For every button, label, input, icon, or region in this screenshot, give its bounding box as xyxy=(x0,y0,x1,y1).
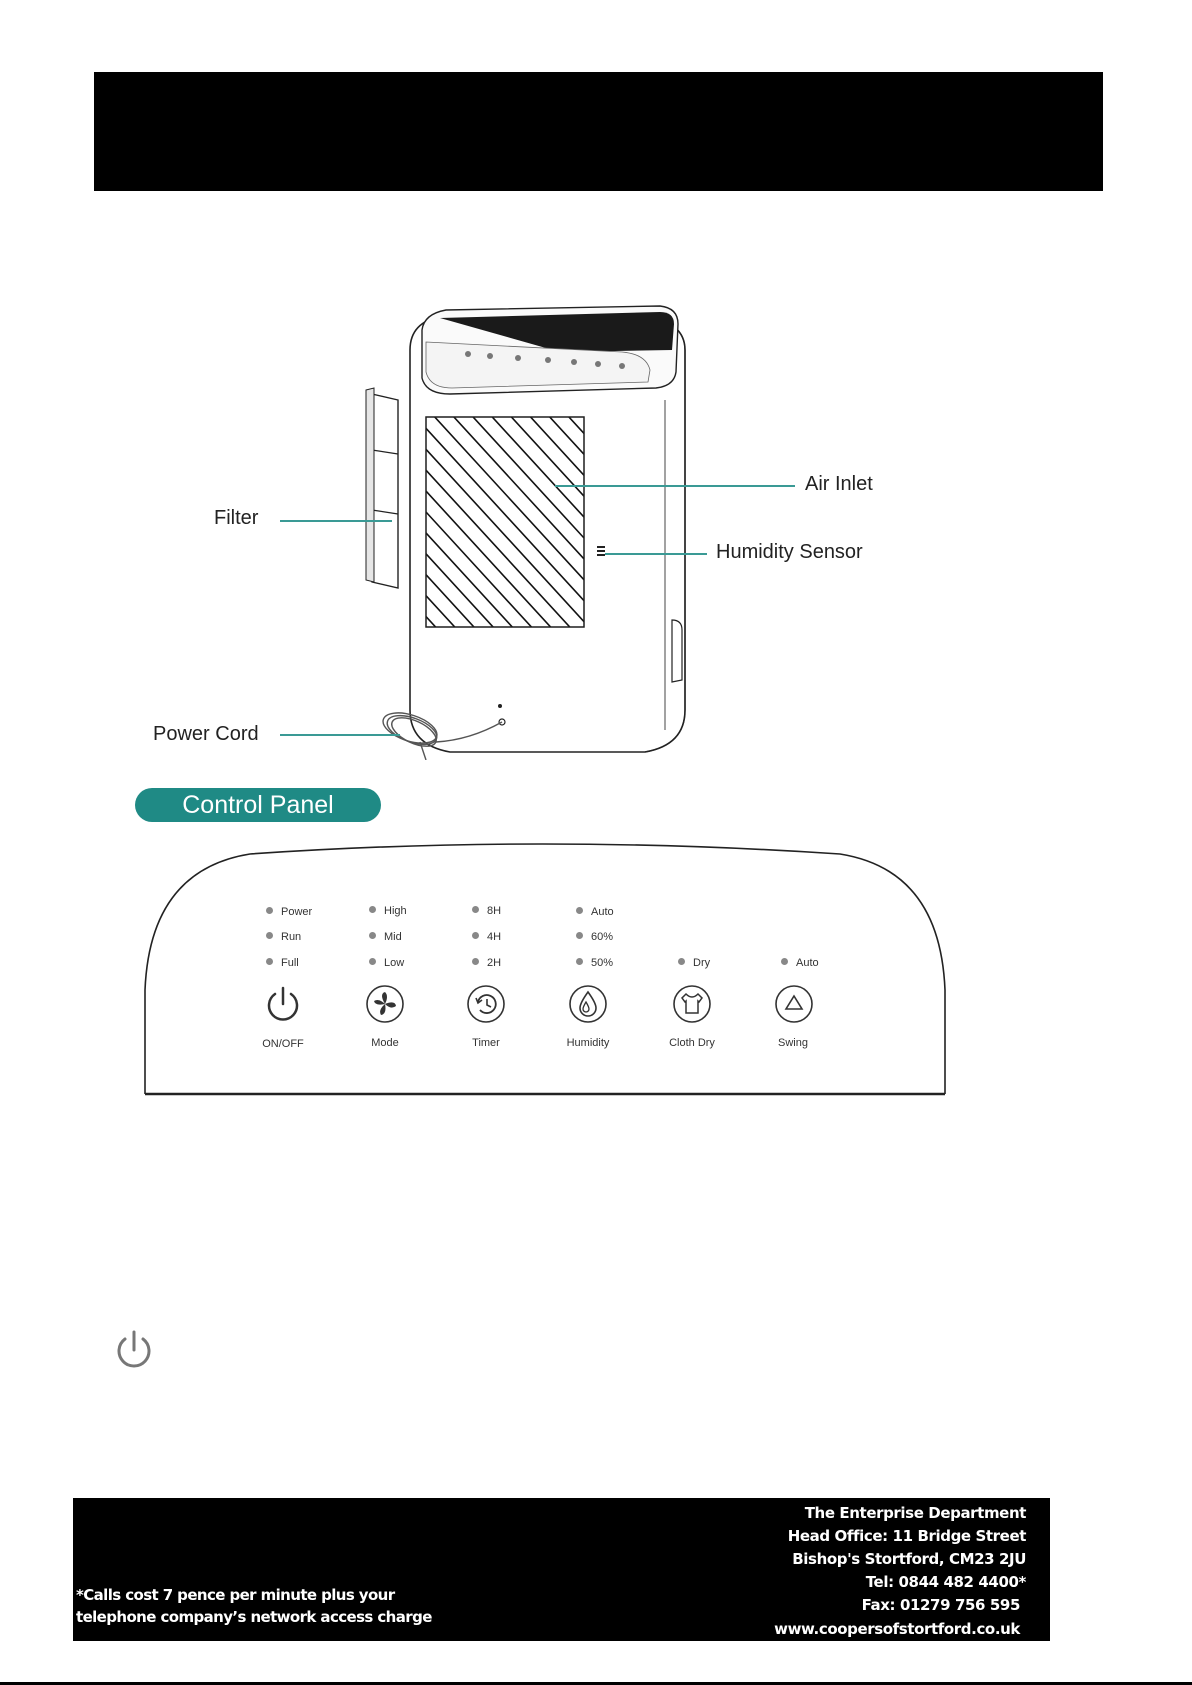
control-panel-outline xyxy=(144,843,946,1096)
address-line: Head Office: 11 Bridge Street xyxy=(787,1527,1027,1545)
humidity-sensor-leader-line xyxy=(605,553,707,555)
power-icon xyxy=(117,1330,151,1368)
fan-mode-icon[interactable] xyxy=(365,984,405,1024)
company-address: The Enterprise Department Head Office: 1… xyxy=(787,1502,1027,1617)
indicator-dry: Dry xyxy=(678,957,710,969)
timer-icon[interactable] xyxy=(466,984,506,1024)
website-link[interactable]: www.coopersofstortford.co.uk xyxy=(774,1620,1020,1638)
control-panel-drawing: Power Run Full High Mid Low 8H 4H 2H Aut… xyxy=(140,840,950,1096)
indicator-60-percent: 60% xyxy=(576,931,613,943)
bottom-rule xyxy=(0,1682,1192,1685)
dehumidifier-illustration xyxy=(365,305,686,760)
swing-caption: Swing xyxy=(778,1037,808,1049)
power-icon[interactable] xyxy=(263,984,303,1024)
call-cost-note-line-2: telephone company’s network access charg… xyxy=(76,1608,432,1626)
humidity-caption: Humidity xyxy=(566,1037,610,1049)
call-cost-note-line-1: *Calls cost 7 pence per minute plus your xyxy=(76,1586,395,1604)
fax-number: Fax: 01279 756 595 xyxy=(861,1596,1021,1614)
swing-triangle-icon[interactable] xyxy=(774,984,814,1024)
humidity-sensor-label: Humidity Sensor xyxy=(716,541,863,563)
shirt-icon[interactable] xyxy=(672,984,712,1024)
indicator-full: Full xyxy=(266,957,299,969)
address-line: Bishop's Stortford, CM23 2JU xyxy=(792,1550,1026,1568)
timer-caption: Timer xyxy=(472,1037,500,1049)
air-inlet-leader-line xyxy=(555,485,795,487)
indicator-50-percent: 50% xyxy=(576,957,613,969)
cloth-dry-caption: Cloth Dry xyxy=(669,1037,715,1049)
indicator-4h: 4H xyxy=(472,931,501,943)
filter-leader-line xyxy=(280,520,392,522)
control-panel-title: Control Panel xyxy=(135,788,381,822)
header-banner xyxy=(94,72,1103,191)
indicator-swing-auto: Auto xyxy=(781,957,819,969)
indicator-run: Run xyxy=(266,931,301,943)
indicator-high: High xyxy=(369,905,407,917)
call-cost-note: *Calls cost 7 pence per minute plus your… xyxy=(76,1584,432,1628)
power-cord-leader-line xyxy=(280,734,400,736)
indicator-power: Power xyxy=(266,906,312,918)
indicator-8h: 8H xyxy=(472,905,501,917)
address-line: The Enterprise Department xyxy=(804,1504,1027,1522)
indicator-humidity-auto: Auto xyxy=(576,906,614,918)
footer-bar: *Calls cost 7 pence per minute plus your… xyxy=(73,1498,1050,1641)
power-cord-label: Power Cord xyxy=(153,723,259,745)
humidity-drop-icon[interactable] xyxy=(568,984,608,1024)
indicator-mid: Mid xyxy=(369,931,402,943)
air-inlet-label: Air Inlet xyxy=(805,473,873,495)
indicator-low: Low xyxy=(369,957,404,969)
filter-label: Filter xyxy=(214,507,259,529)
onoff-caption: ON/OFF xyxy=(262,1038,304,1050)
indicator-2h: 2H xyxy=(472,957,501,969)
mode-caption: Mode xyxy=(371,1037,399,1049)
phone-number: Tel: 0844 482 4400* xyxy=(865,1573,1027,1591)
